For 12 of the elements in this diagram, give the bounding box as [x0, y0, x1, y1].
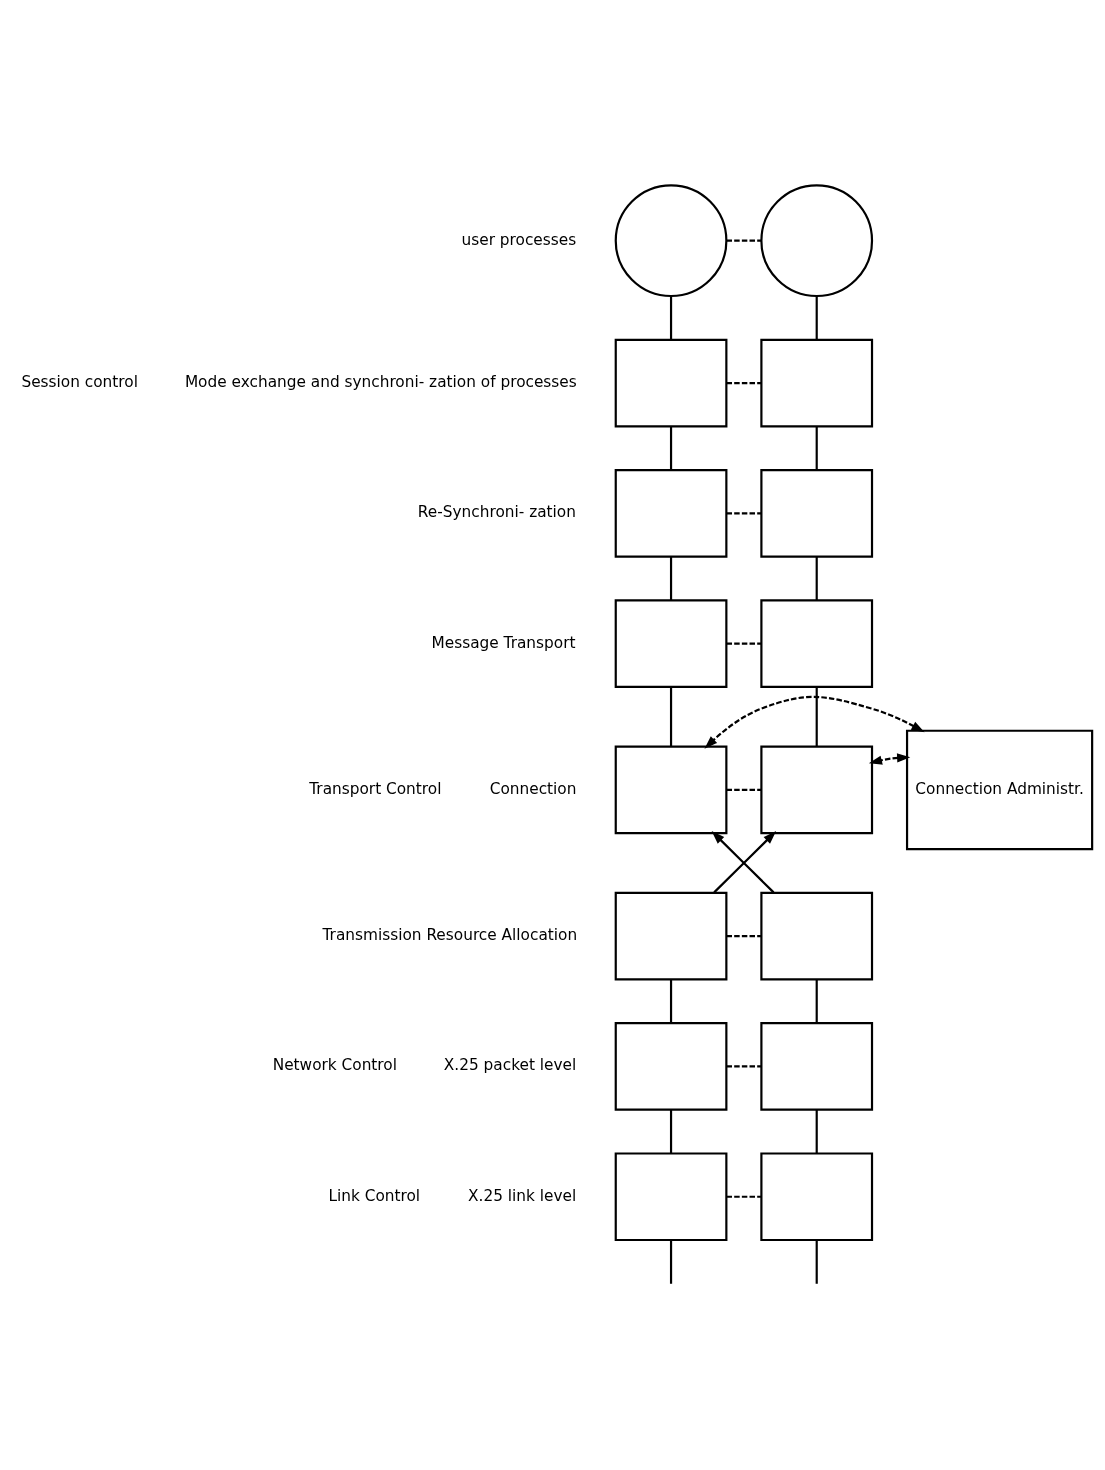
label: Session control: [21, 373, 138, 392]
label: Link Control: [328, 1186, 421, 1205]
node-label: X.25 link level: [468, 1186, 577, 1205]
node-label: X.25 packet level: [443, 1056, 577, 1075]
node-label: Connection: [489, 779, 577, 798]
node-label: Mode exchange and synchroni- zation of processes: [184, 373, 577, 392]
node-label: Transmission Resource Allocation: [322, 926, 578, 945]
node-label: Re-Synchroni- zation: [417, 503, 576, 522]
node-label: Message Transport: [431, 633, 576, 652]
node-label: user processes: [461, 230, 577, 249]
label: Transport Control: [309, 779, 442, 798]
label: Network Control: [272, 1056, 397, 1075]
